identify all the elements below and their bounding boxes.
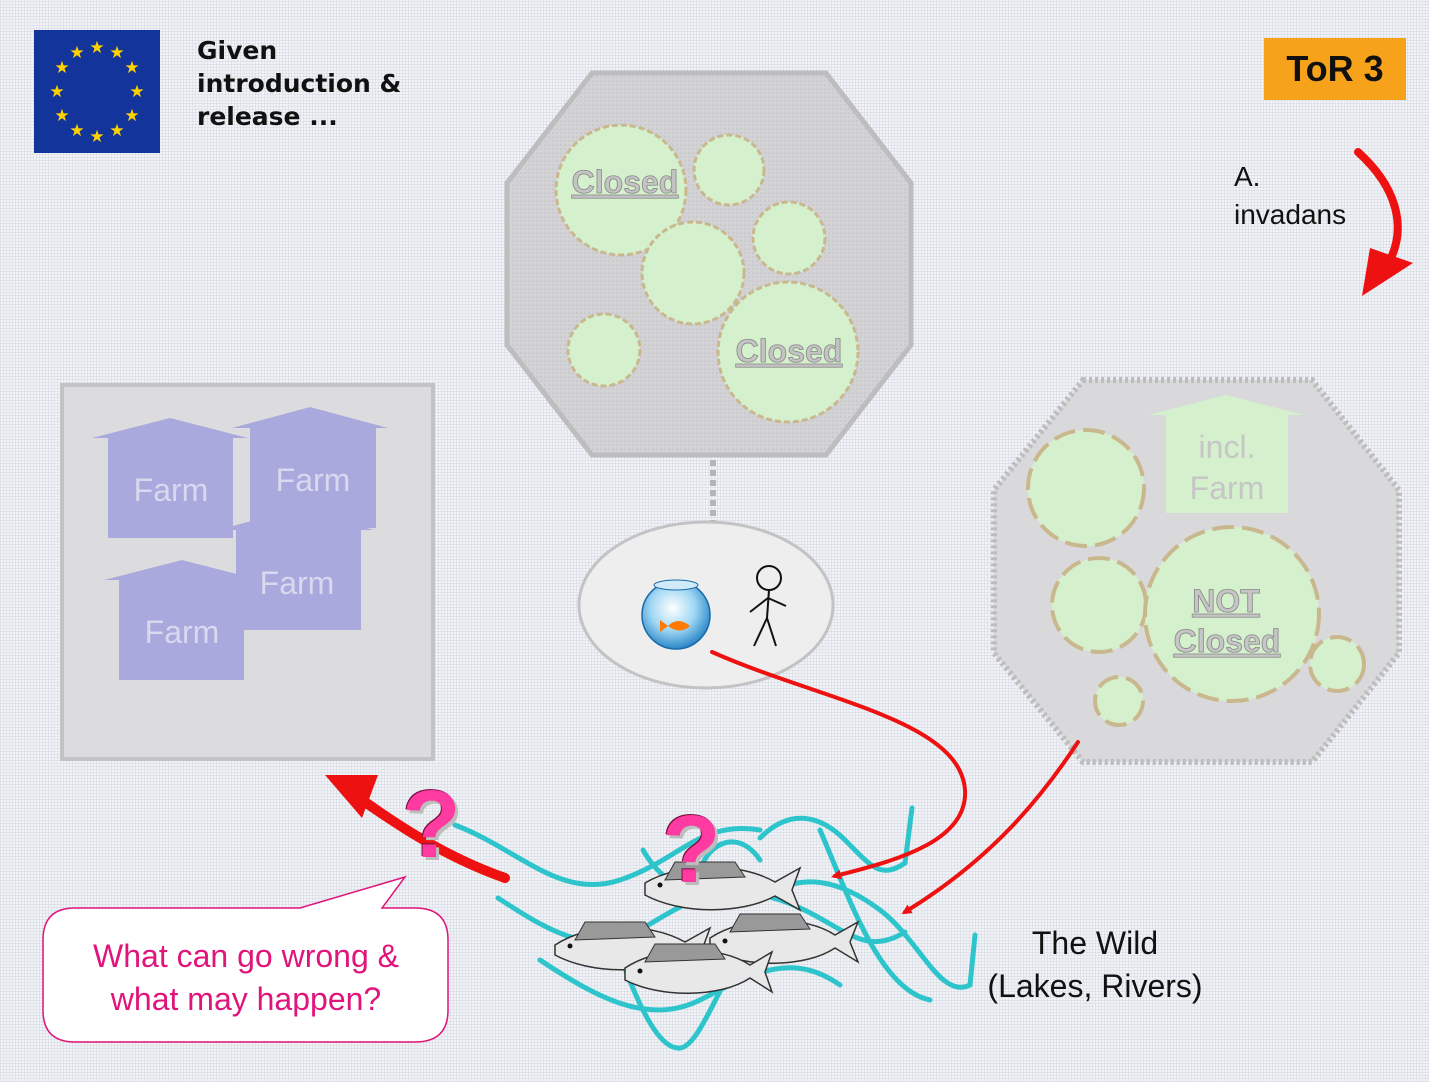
farm-label: Farm xyxy=(260,565,335,601)
release-arrow xyxy=(710,650,968,880)
callout-text: What can go wrong & what may happen? xyxy=(54,935,438,1021)
incl-label: incl. xyxy=(1199,429,1256,465)
farm-house-icon xyxy=(92,418,248,538)
species-line: A. xyxy=(1234,161,1261,192)
farm-house-icon xyxy=(104,560,260,680)
svg-text:★: ★ xyxy=(109,43,124,63)
svg-text:★: ★ xyxy=(124,58,139,78)
farm-label: Farm xyxy=(145,614,220,650)
eu-flag-icon: ★ ★ ★ ★ ★ ★ ★ ★ ★ ★ ★ ★ xyxy=(34,30,160,153)
pond-circle xyxy=(1026,428,1146,548)
closed-label: Closed xyxy=(572,164,679,200)
closed-label: Closed xyxy=(736,333,843,369)
farm-house-icon xyxy=(1148,395,1304,513)
pond-circle xyxy=(554,123,688,257)
fish-icon xyxy=(644,861,802,912)
pathogen-arrowhead xyxy=(1362,248,1413,296)
not-label: NOT xyxy=(1192,583,1260,619)
header-line: release ... xyxy=(197,102,338,131)
svg-text:★: ★ xyxy=(109,121,124,141)
svg-text:★: ★ xyxy=(54,106,69,126)
tor-badge-label: ToR 3 xyxy=(1286,48,1384,89)
callout-line: What can go wrong & xyxy=(93,938,399,974)
pet-trade-area xyxy=(577,520,835,690)
species-line: invadans xyxy=(1234,199,1347,230)
svg-text:★: ★ xyxy=(49,82,64,102)
escape-arrow xyxy=(901,740,1080,915)
fish-icon xyxy=(624,943,774,994)
question-mark: ? xyxy=(402,771,461,878)
farm-label: Farm xyxy=(1190,470,1265,506)
fish-icon xyxy=(709,913,860,964)
svg-text:★: ★ xyxy=(69,121,84,141)
header-line: introduction & xyxy=(197,69,402,98)
pond-circle xyxy=(1093,675,1145,727)
tor-badge: ToR 3 xyxy=(1264,38,1406,100)
wild-line: The Wild xyxy=(1031,925,1159,961)
svg-text:★: ★ xyxy=(54,58,69,78)
svg-text:★: ★ xyxy=(89,38,104,58)
callout-bubble xyxy=(42,875,449,1043)
farm-label: Farm xyxy=(134,472,209,508)
farm-house-icon xyxy=(232,407,388,528)
wild-line: (Lakes, Rivers) xyxy=(987,968,1203,1004)
pond-circle xyxy=(566,312,642,388)
fishbowl-icon xyxy=(641,579,711,650)
pathogen-arrow xyxy=(1354,148,1402,264)
open-facility: incl. Farm NOT Closed xyxy=(991,377,1402,765)
wild-label: The Wild (Lakes, Rivers) xyxy=(960,922,1230,1008)
header-line: Given xyxy=(197,36,278,65)
pond-circle xyxy=(692,133,766,207)
pond-circle xyxy=(751,200,827,276)
closed-label: Closed xyxy=(1174,623,1281,659)
pond-circle xyxy=(1308,635,1366,693)
spread-arrowhead xyxy=(325,775,378,818)
farm-area: Farm Farm Farm Farm xyxy=(60,383,435,761)
pond-circle xyxy=(1050,556,1148,654)
pond-circle xyxy=(640,220,746,326)
farm-label: Farm xyxy=(276,462,351,498)
question-mark: ? xyxy=(662,796,721,903)
pond-circle xyxy=(716,280,860,424)
header-text: Given introduction & release ... xyxy=(197,34,457,133)
closed-facility: Closed Closed xyxy=(504,70,914,528)
arrows xyxy=(325,148,1413,915)
svg-text:★: ★ xyxy=(129,82,144,102)
stick-figure-icon xyxy=(749,565,787,647)
species-label: A. invadans xyxy=(1234,158,1394,234)
pond-circle xyxy=(1143,525,1321,703)
svg-text:★: ★ xyxy=(124,106,139,126)
svg-text:★: ★ xyxy=(69,43,84,63)
fish-school xyxy=(554,861,860,994)
callout-line: what may happen? xyxy=(110,981,382,1017)
svg-text:★: ★ xyxy=(89,127,104,147)
